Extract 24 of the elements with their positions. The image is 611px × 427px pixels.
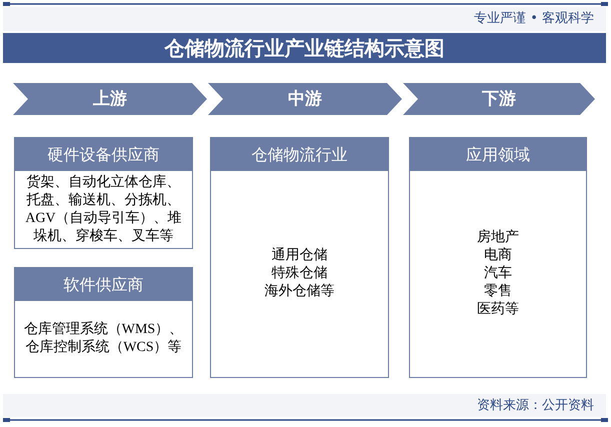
body-text: 房地产: [477, 229, 519, 247]
box-heading: 应用领域: [410, 138, 586, 171]
category-box: [14, 267, 193, 378]
category-box: [14, 137, 193, 249]
stage-label: 下游: [482, 89, 516, 109]
box-heading: 仓储物流行业: [211, 138, 388, 171]
category-box: [210, 137, 389, 378]
body-text: 医药等: [477, 301, 519, 319]
body-text: 通用仓储: [272, 247, 328, 265]
stage-label: 中游: [288, 89, 322, 109]
body-text: 零售: [484, 283, 512, 301]
body-text: 电商: [484, 247, 512, 265]
body-text: 货架、自动化立体仓库、托盘、输送机、分拣机、AGV（自动导引车）、堆垛机、穿梭车、叉车等: [24, 174, 183, 246]
body-text: 特殊仓储: [272, 265, 328, 283]
category-box: [409, 137, 587, 378]
slogan-text: 专业严谨 • 客观科学: [474, 10, 594, 27]
stage-label: 上游: [93, 89, 127, 109]
box-heading: 硬件设备供应商: [15, 138, 192, 171]
body-text: 汽车: [484, 265, 512, 283]
source-note: 资料来源：公开资料: [477, 397, 594, 414]
title-banner: 仓储物流行业产业链结构示意图: [3, 33, 606, 63]
box-heading: 软件供应商: [15, 268, 192, 301]
body-text: 仓库管理系统（WMS）、仓库控制系统（WCS）等: [22, 321, 184, 357]
body-text: 海外仓储等: [264, 283, 334, 301]
